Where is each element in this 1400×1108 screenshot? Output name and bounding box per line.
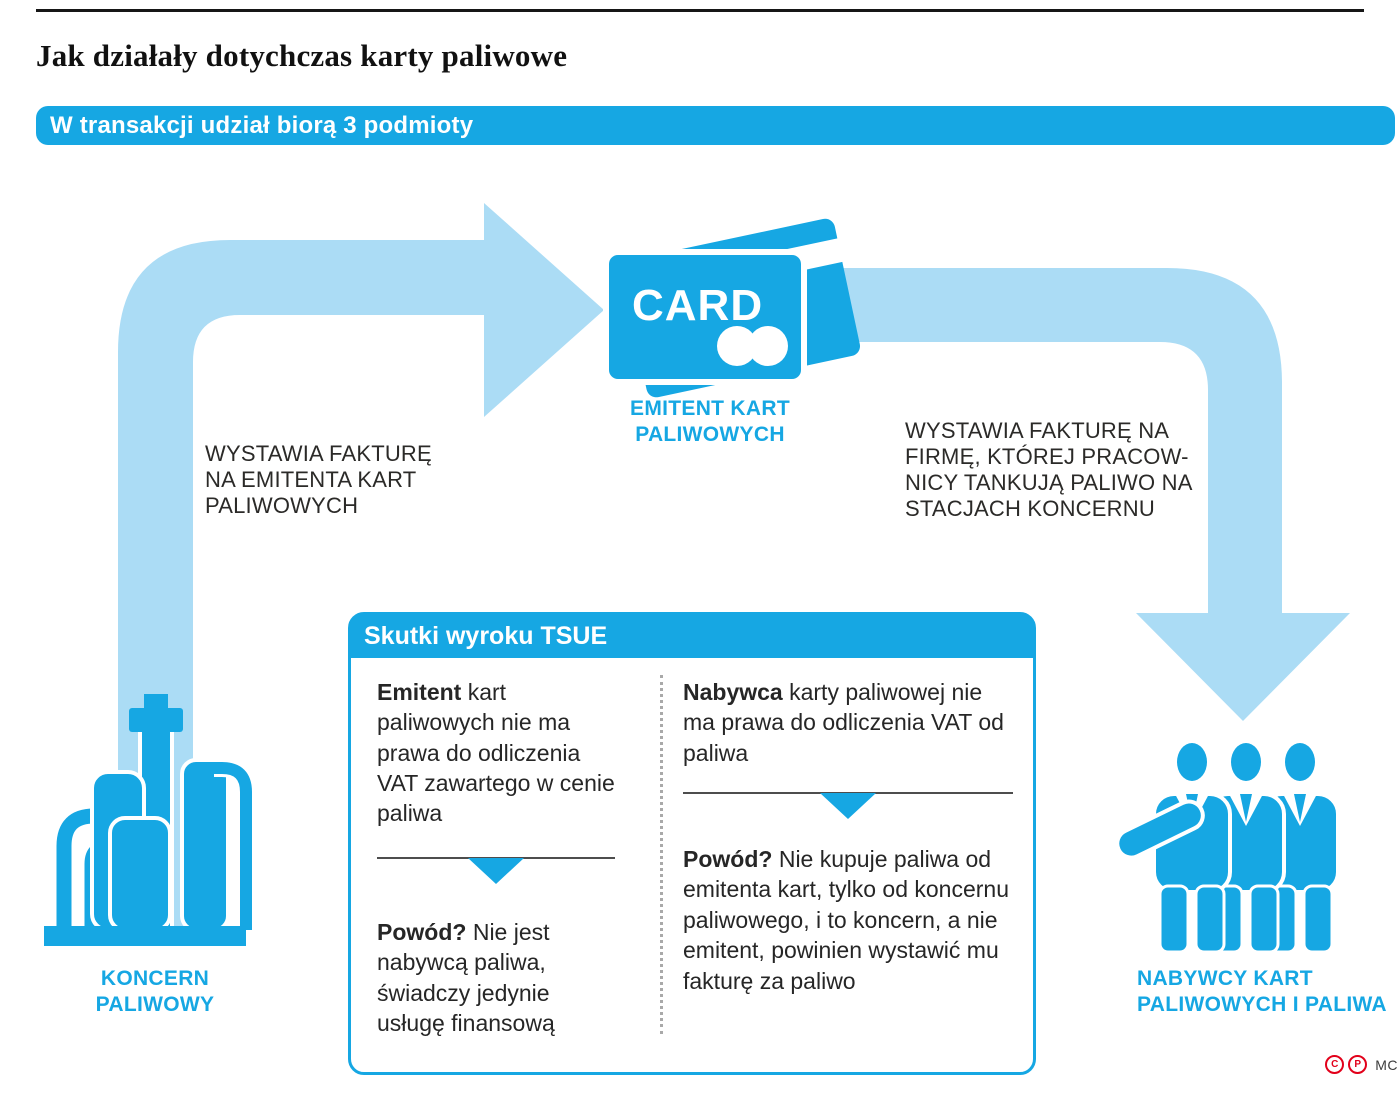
right-arrow-caption: WYSTAWIA FAKTURĘ NA FIRMĘ, KTÓREJ PRACOW… (905, 418, 1193, 521)
effects-box-header: Skutki wyroku TSUE (350, 614, 1034, 658)
card-buyers-label: NABYWCY KART PALIWOWYCH I PALIWA (1137, 967, 1387, 1016)
card-buyers-icon (1115, 743, 1340, 954)
refinery-icon (44, 694, 255, 946)
effects-right-column: Nabywca karty paliwowej nie ma prawa do … (683, 677, 1013, 996)
credit-text: MC (1375, 1056, 1398, 1073)
buyer-reason: Powód? Nie kupuje paliwa od emitenta kar… (683, 846, 1009, 994)
top-rule (36, 9, 1364, 12)
effects-box: Skutki wyroku TSUE Emitent kart paliwowy… (348, 612, 1036, 1075)
card-text: CARD (632, 281, 763, 330)
fuel-card-icon: CARD (603, 218, 860, 398)
fuel-producer-label: KONCERN PALIWOWY (95, 967, 215, 1016)
copyright-icon: C (1325, 1055, 1345, 1074)
effects-left-column: Emitent kart paliwowych nie ma prawa do … (377, 677, 615, 1038)
page-title: Jak działały dotychczas karty paliwowe (36, 38, 568, 73)
banner: W transakcji udział biorą 3 podmioty (36, 106, 1395, 145)
down-triangle-icon (468, 857, 524, 884)
banner-label: W transakcji udział biorą 3 podmioty (50, 111, 474, 139)
statement-separator (377, 856, 615, 887)
column-divider (660, 675, 663, 1034)
down-triangle-icon (820, 793, 876, 820)
buyer-statement: Nabywca karty paliwowej nie ma prawa do … (683, 679, 1004, 766)
issuer-reason: Powód? Nie jest nabywcą paliwa, świadczy… (377, 918, 555, 1036)
phonogram-icon: P (1348, 1055, 1368, 1074)
card-issuer-label: EMITENT KART PALIWOWYCH (630, 397, 790, 446)
issuer-statement: Emitent kart paliwowych nie ma prawa do … (377, 679, 615, 827)
statement-separator (683, 792, 1013, 822)
footer-credit: C P MC (1325, 1055, 1398, 1074)
effects-box-title: Skutki wyroku TSUE (364, 621, 608, 650)
left-arrow-caption: WYSTAWIA FAKTURĘ NA EMITENTA KART PALIWO… (205, 441, 432, 518)
